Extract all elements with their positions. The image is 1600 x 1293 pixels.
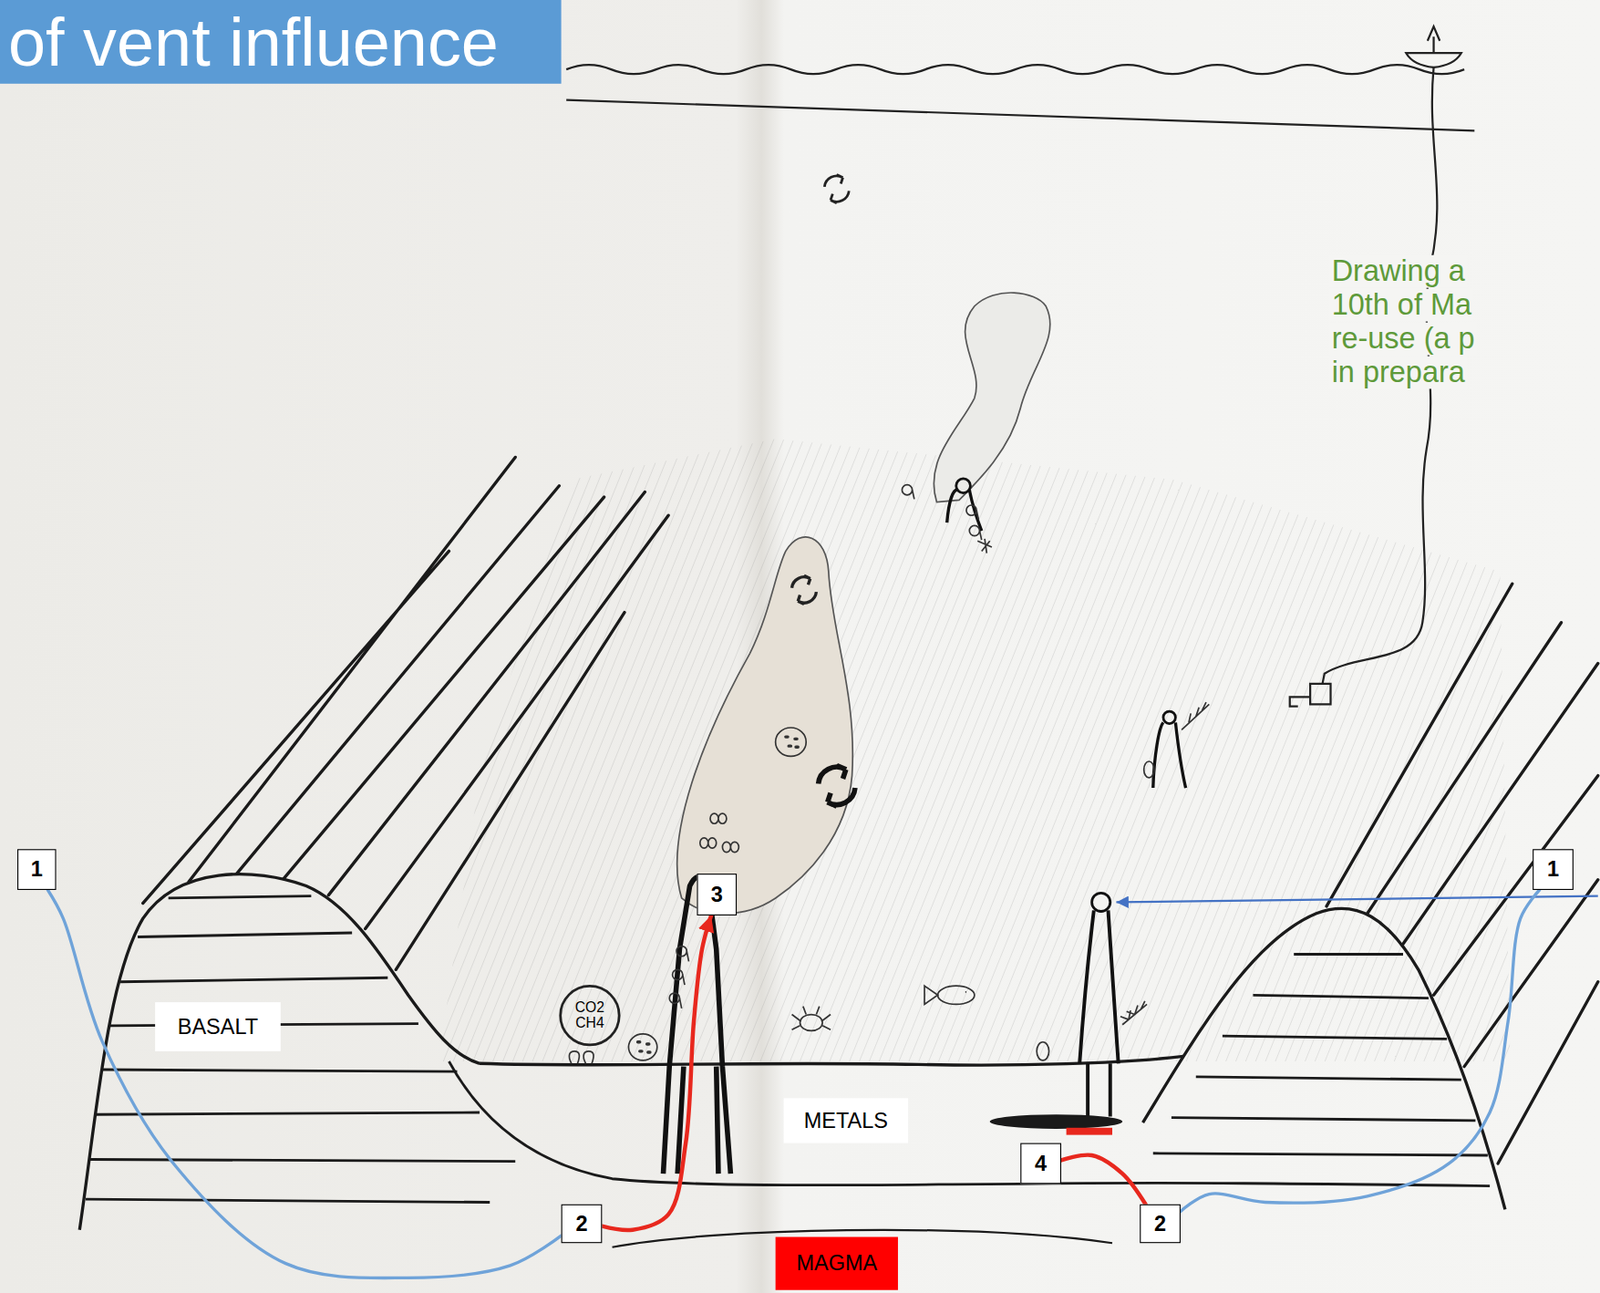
leader-arrow <box>1115 896 1598 903</box>
callout-number: 3 <box>696 873 737 916</box>
heat-flow-line <box>1061 1155 1146 1205</box>
subsurface-disk <box>990 1114 1124 1129</box>
metal-layer-base <box>448 1061 1490 1187</box>
starfish-symbol <box>977 538 992 554</box>
seawater-flow-line <box>47 889 561 1279</box>
fish-tail <box>924 985 967 1004</box>
node-text: 2 <box>1154 1211 1167 1237</box>
gas-bubble: CO2 CH4 <box>558 984 620 1046</box>
magma-label: MAGMA <box>775 1237 899 1291</box>
seawater-flow-line <box>1180 889 1540 1211</box>
clam-symbols <box>568 1051 594 1064</box>
shell-symbol <box>1036 1042 1049 1061</box>
chimney-orifice <box>1092 892 1111 911</box>
coral-branch-symbols <box>1120 701 1209 1025</box>
rock-layer-label: METALS <box>784 1097 909 1143</box>
callout-number: 4 <box>1020 1143 1062 1185</box>
basalt-strata <box>1153 954 1488 1156</box>
water-line <box>566 100 1475 132</box>
hydrothermal-plume <box>933 292 1051 503</box>
chimney-orifice <box>1163 711 1176 723</box>
vent-chimney <box>1153 722 1187 788</box>
callout-number: 1 <box>1532 848 1574 890</box>
ship-symbol <box>1405 26 1461 68</box>
microbial-dots <box>638 1042 651 1053</box>
node-text: 3 <box>711 882 723 908</box>
crab-symbol <box>799 1014 823 1032</box>
node-text: METALS <box>804 1108 888 1134</box>
node-text: CO2 CH4 <box>569 1000 610 1031</box>
microbial-mat-symbol <box>628 1033 657 1061</box>
cycle-symbol <box>818 764 856 806</box>
red-stop-bar <box>1066 1127 1113 1136</box>
vent-chimney <box>1079 909 1119 1116</box>
rock-layer-label: BASALT <box>154 1001 281 1052</box>
draft-note: 10th of Ma <box>1329 289 1474 322</box>
node-text: 1 <box>1547 856 1559 882</box>
basalt-ridge-outline <box>1143 908 1506 1209</box>
crab-legs <box>792 1006 832 1031</box>
callout-number: 1 <box>17 848 57 890</box>
basalt-ridge-outline <box>79 874 480 1230</box>
callout-number: 2 <box>561 1204 603 1244</box>
heat-flow-line <box>601 915 712 1230</box>
ridge-fan-lines <box>143 456 669 970</box>
draft-note: in prepara <box>1329 356 1467 390</box>
draft-note: re-use (a p <box>1329 322 1477 356</box>
node-text: 1 <box>30 856 43 882</box>
water-shading <box>438 438 1510 1062</box>
cycle-symbol <box>792 575 817 604</box>
cycle-symbol <box>824 174 849 203</box>
chimney-orifice <box>956 478 971 494</box>
basalt-strata <box>85 896 516 1203</box>
shrimp-symbol <box>1144 761 1155 778</box>
node-text: MAGMA <box>795 1250 878 1276</box>
microbial-mat-symbol <box>775 727 807 756</box>
slide-title: of vent influence <box>8 8 499 76</box>
microbial-dots <box>785 736 798 747</box>
title-banner: of vent influence <box>0 0 562 84</box>
hydrothermal-plume <box>677 536 854 914</box>
draft-note: Drawing a <box>1329 255 1467 289</box>
rov-symbol <box>1290 683 1332 707</box>
fish-symbol <box>938 985 975 1004</box>
mussel-symbols <box>700 813 740 853</box>
ridge-fan-lines <box>1326 583 1599 1164</box>
sea-surface <box>566 64 1465 74</box>
node-text: 2 <box>575 1211 588 1237</box>
callout-number: 2 <box>1139 1204 1181 1244</box>
vent-chimney <box>663 876 732 1174</box>
bubble-outline <box>560 985 620 1044</box>
tubeworm-symbols <box>669 485 981 1009</box>
node-text: BASALT <box>177 1014 259 1040</box>
node-text: 4 <box>1034 1151 1047 1177</box>
